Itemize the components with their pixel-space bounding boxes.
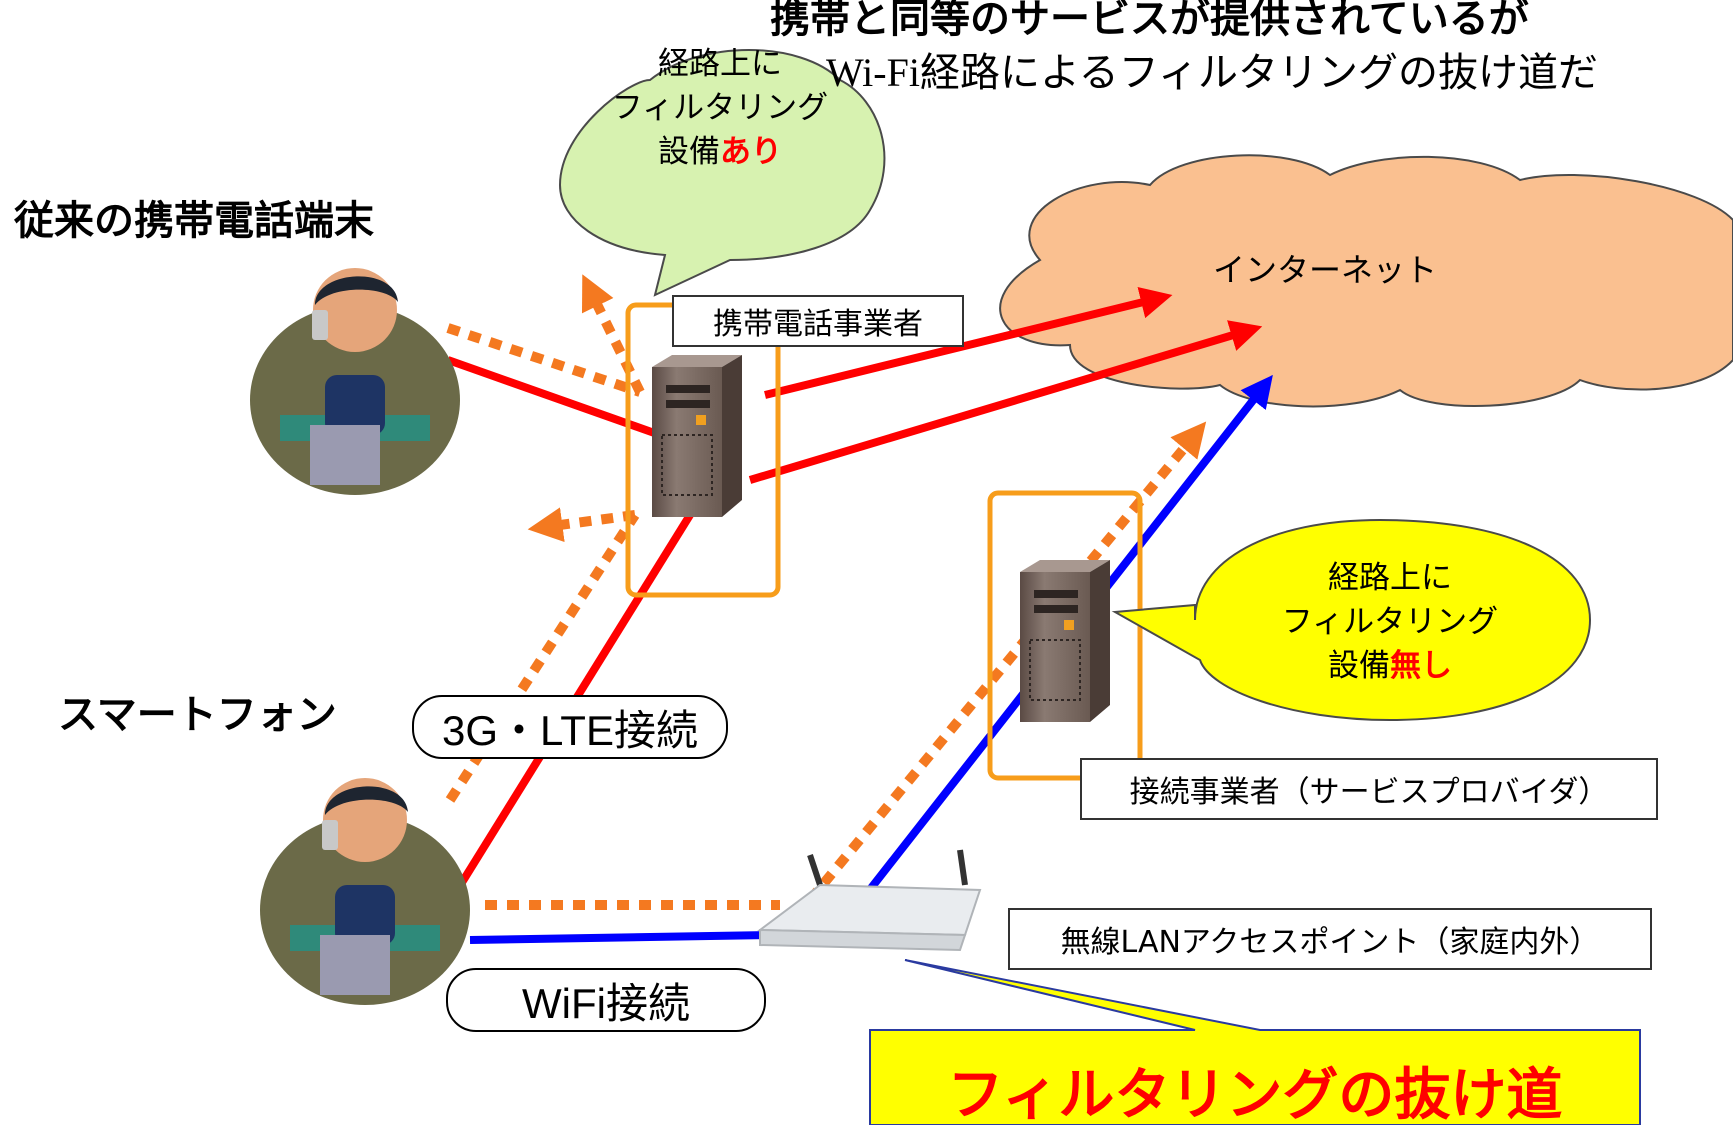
router-icon bbox=[757, 849, 982, 952]
person-phone-icon bbox=[260, 778, 470, 1005]
bubble-no-filter-text: 経路上に フィルタリング 設備無し bbox=[1230, 556, 1550, 688]
orange-path-legacy bbox=[446, 323, 642, 397]
conn-3g-label: 3G・LTE接続 bbox=[412, 695, 728, 759]
title-line-2: Wi-Fi経路によるフィルタリングの抜け道だ bbox=[826, 50, 1598, 95]
bubble-with-filter-highlight: あり bbox=[720, 134, 782, 170]
red-path-legacy bbox=[446, 356, 662, 439]
bubble-with-filter-prefix: 設備 bbox=[658, 134, 720, 170]
bubble-no-filter-line3: 設備無し bbox=[1230, 644, 1550, 688]
internet-cloud bbox=[999, 154, 1733, 408]
server-icon bbox=[1020, 560, 1110, 722]
orange-path-reflect-down bbox=[527, 507, 636, 543]
internet-label: インターネット bbox=[1213, 251, 1438, 289]
red-path-to-internet-2 bbox=[748, 320, 1263, 484]
loophole-text: フィルタリングの抜け道 bbox=[947, 1063, 1563, 1128]
bubble-with-filter bbox=[558, 49, 886, 297]
person-phone-icon bbox=[250, 268, 460, 495]
conn-wifi-label: WiFi接続 bbox=[446, 968, 766, 1032]
bubble-with-filter-text: 経路上に フィルタリング 設備あり bbox=[560, 42, 880, 174]
bubble-no-filter-highlight: 無し bbox=[1390, 648, 1452, 684]
orange-path-reflect-up bbox=[581, 274, 645, 395]
smartphone-heading: スマートフォン bbox=[58, 692, 337, 738]
mobile-carrier-label: 携帯電話事業者 bbox=[672, 295, 964, 347]
legacy-phone-heading: 従来の携帯電話端末 bbox=[14, 198, 374, 244]
bubble-with-filter-line2: フィルタリング bbox=[611, 90, 829, 126]
wlan-ap-label: 無線LANアクセスポイント（家庭内外） bbox=[1008, 908, 1652, 970]
orange-path-wifi-to-internet bbox=[806, 421, 1207, 904]
isp-label: 接続事業者（サービスプロバイダ） bbox=[1080, 758, 1658, 820]
loophole-callout bbox=[869, 959, 1641, 1125]
bubble-no-filter bbox=[1111, 518, 1592, 722]
bubble-no-filter-prefix: 設備 bbox=[1328, 648, 1390, 684]
isp-frame bbox=[987, 490, 1143, 781]
blue-path-wifi bbox=[469, 931, 771, 944]
bubble-no-filter-line2: フィルタリング bbox=[1281, 604, 1499, 640]
title-line-1: 携帯と同等のサービスが提供されているが bbox=[770, 0, 1529, 41]
bubble-no-filter-line1: 経路上に bbox=[1328, 560, 1452, 596]
bubble-with-filter-line1: 経路上に bbox=[658, 46, 782, 82]
bubble-with-filter-line3: 設備あり bbox=[560, 130, 880, 174]
server-icon bbox=[652, 355, 742, 517]
